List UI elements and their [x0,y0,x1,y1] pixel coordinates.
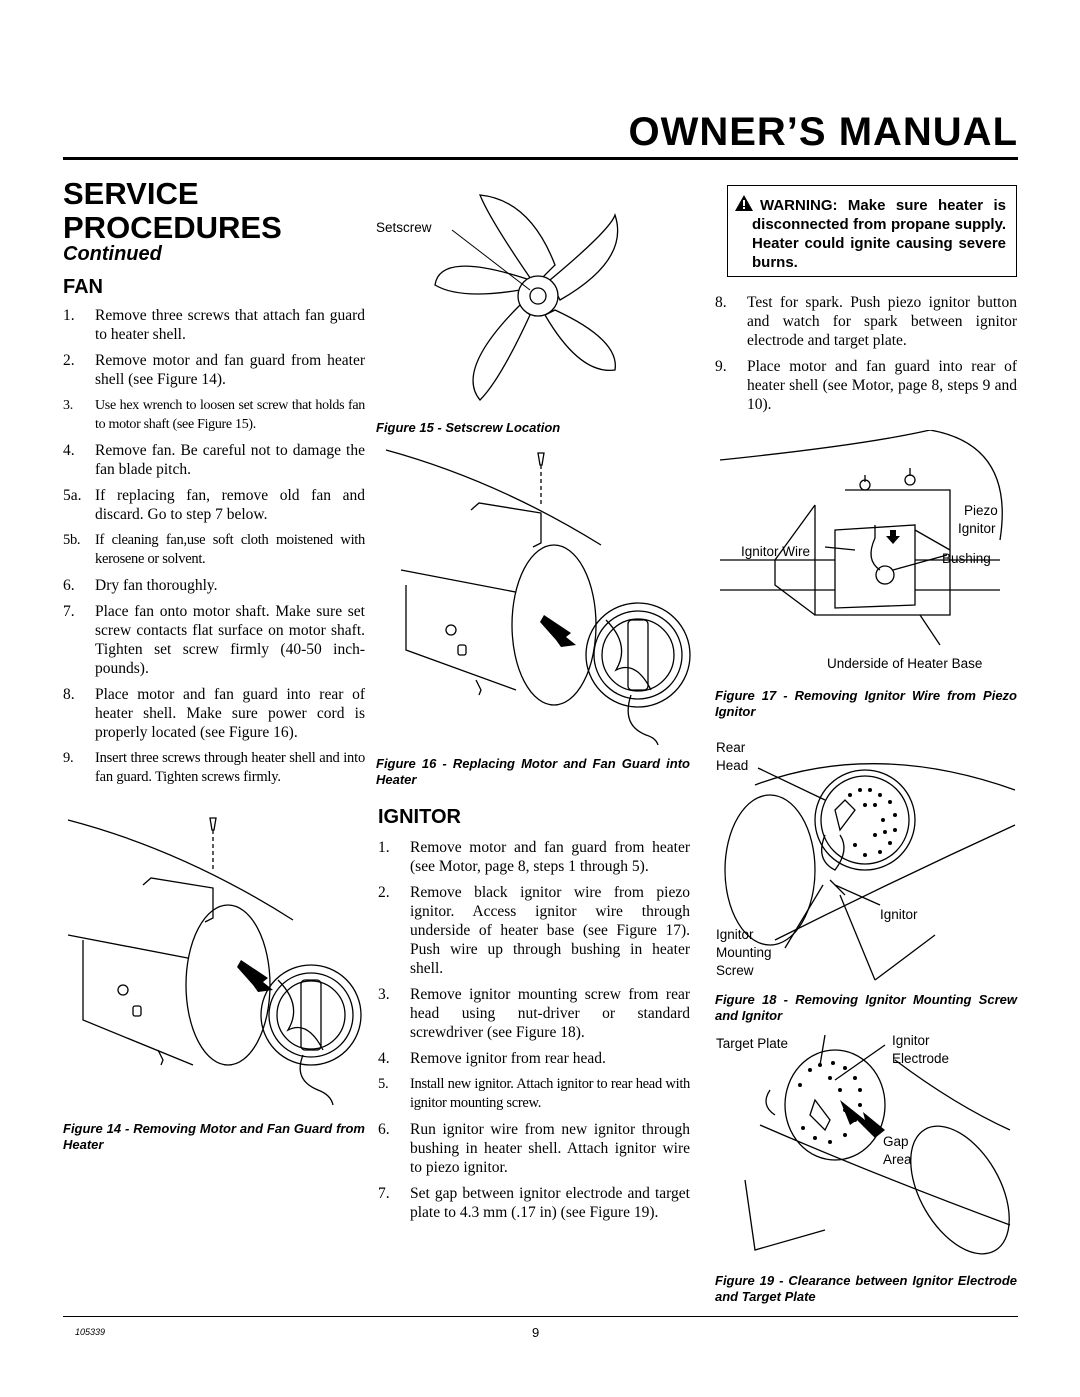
list-item: 9.Insert three screws through heater she… [63,750,365,785]
figure-16-illustration [385,449,691,746]
figure-18-illustration [724,763,1016,981]
list-item: 1.Remove motor and fan guard from heater… [378,839,690,875]
list-item: 6.Dry fan thoroughly. [63,577,218,594]
head-label: Head [716,758,749,773]
mount-label-1: Ignitor [716,927,754,942]
rear-label: Rear [716,740,746,755]
piezo-label: Piezo [964,503,998,518]
list-item: 7.Place fan onto motor shaft. Make sure … [63,603,365,677]
list-item: 4.Remove fan. Be careful not to damage t… [63,442,365,478]
right-steps: 8.Test for spark. Push piezo ignitor but… [715,293,1017,421]
footer-rule [63,1316,1018,1317]
ignitor-wire-label: Ignitor Wire [741,544,811,559]
figure-19-caption: Figure 19 - Clearance between Ignitor El… [715,1273,1017,1304]
figure-16-caption: Figure 16 - Replacing Motor and Fan Guar… [376,756,690,787]
list-item: 2.Remove black ignitor wire from piezo i… [378,884,690,977]
bushing-label: Bushing [942,551,991,566]
figure-15-fan-blade [434,194,619,401]
ignitor-label-18: Ignitor [880,907,918,922]
warning-text: WARNING: Make sure heater is disconnecte… [752,197,1006,271]
setscrew-label: Setscrew [376,220,432,235]
underside-label: Underside of Heater Base [827,656,983,671]
ignitor-electrode-label-2: Electrode [892,1051,950,1066]
figure-15-caption: Figure 15 - Setscrew Location [376,420,561,435]
header-rule [63,157,1018,160]
list-item: 3.Use hex wrench to loosen set screw tha… [63,398,365,432]
list-item: 7.Set gap between ignitor electrode and … [378,1185,690,1221]
figure-14-caption: Figure 14 - Removing Motor and Fan Guard… [63,1121,365,1152]
ignitor-steps: 1.Remove motor and fan guard from heater… [378,838,690,1229]
list-item: 1.Remove three screws that attach fan gu… [63,307,365,343]
figure-17-caption: Figure 17 - Removing Ignitor Wire from P… [715,688,1017,719]
ignitor-electrode-label-1: Ignitor [892,1033,930,1048]
section-title: SERVICE PROCEDURES [63,176,282,245]
gap-label-1: Gap [883,1134,909,1149]
figure-17-illustration [719,430,1003,646]
list-item: 9.Place motor and fan guard into rear of… [715,358,1017,413]
warning-box: WARNING: Make sure heater is disconnecte… [727,185,1017,277]
figure-14-illustration [67,817,362,1106]
list-item: 2.Remove motor and fan guard from heater… [63,352,365,388]
manual-title: OWNER’S MANUAL [628,110,1018,154]
list-item: 5b.If cleaning fan,use soft cloth moiste… [63,532,365,567]
ignitor-heading: IGNITOR [378,806,461,828]
list-item: 4.Remove ignitor from rear head. [378,1050,606,1067]
document-code: 105339 [75,1327,106,1337]
mount-label-2: Mounting [716,945,772,960]
ignitor-label-17: Ignitor [958,521,996,536]
list-item: 3.Remove ignitor mounting screw from rea… [378,986,690,1041]
gap-label-2: Area [883,1152,912,1167]
fan-heading: FAN [63,276,103,298]
list-item: 8.Test for spark. Push piezo ignitor but… [715,294,1017,349]
target-plate-label: Target Plate [716,1036,789,1051]
list-item: 5a.If replacing fan, remove old fan and … [63,487,365,523]
list-item: 6.Run ignitor wire from new ignitor thro… [378,1121,690,1176]
figure-18-caption: Figure 18 - Removing Ignitor Mounting Sc… [715,992,1017,1023]
list-item: 5.Install new ignitor. Attach ignitor to… [378,1076,690,1111]
figure-19-illustration [744,1034,1011,1255]
page-number: 9 [532,1325,540,1340]
list-item: 8.Place motor and fan guard into rear of… [63,686,365,741]
fan-steps: 1.Remove three screws that attach fan gu… [63,306,365,794]
mount-label-3: Screw [716,963,754,978]
warning-icon [735,195,753,211]
section-continued: Continued [63,243,162,265]
